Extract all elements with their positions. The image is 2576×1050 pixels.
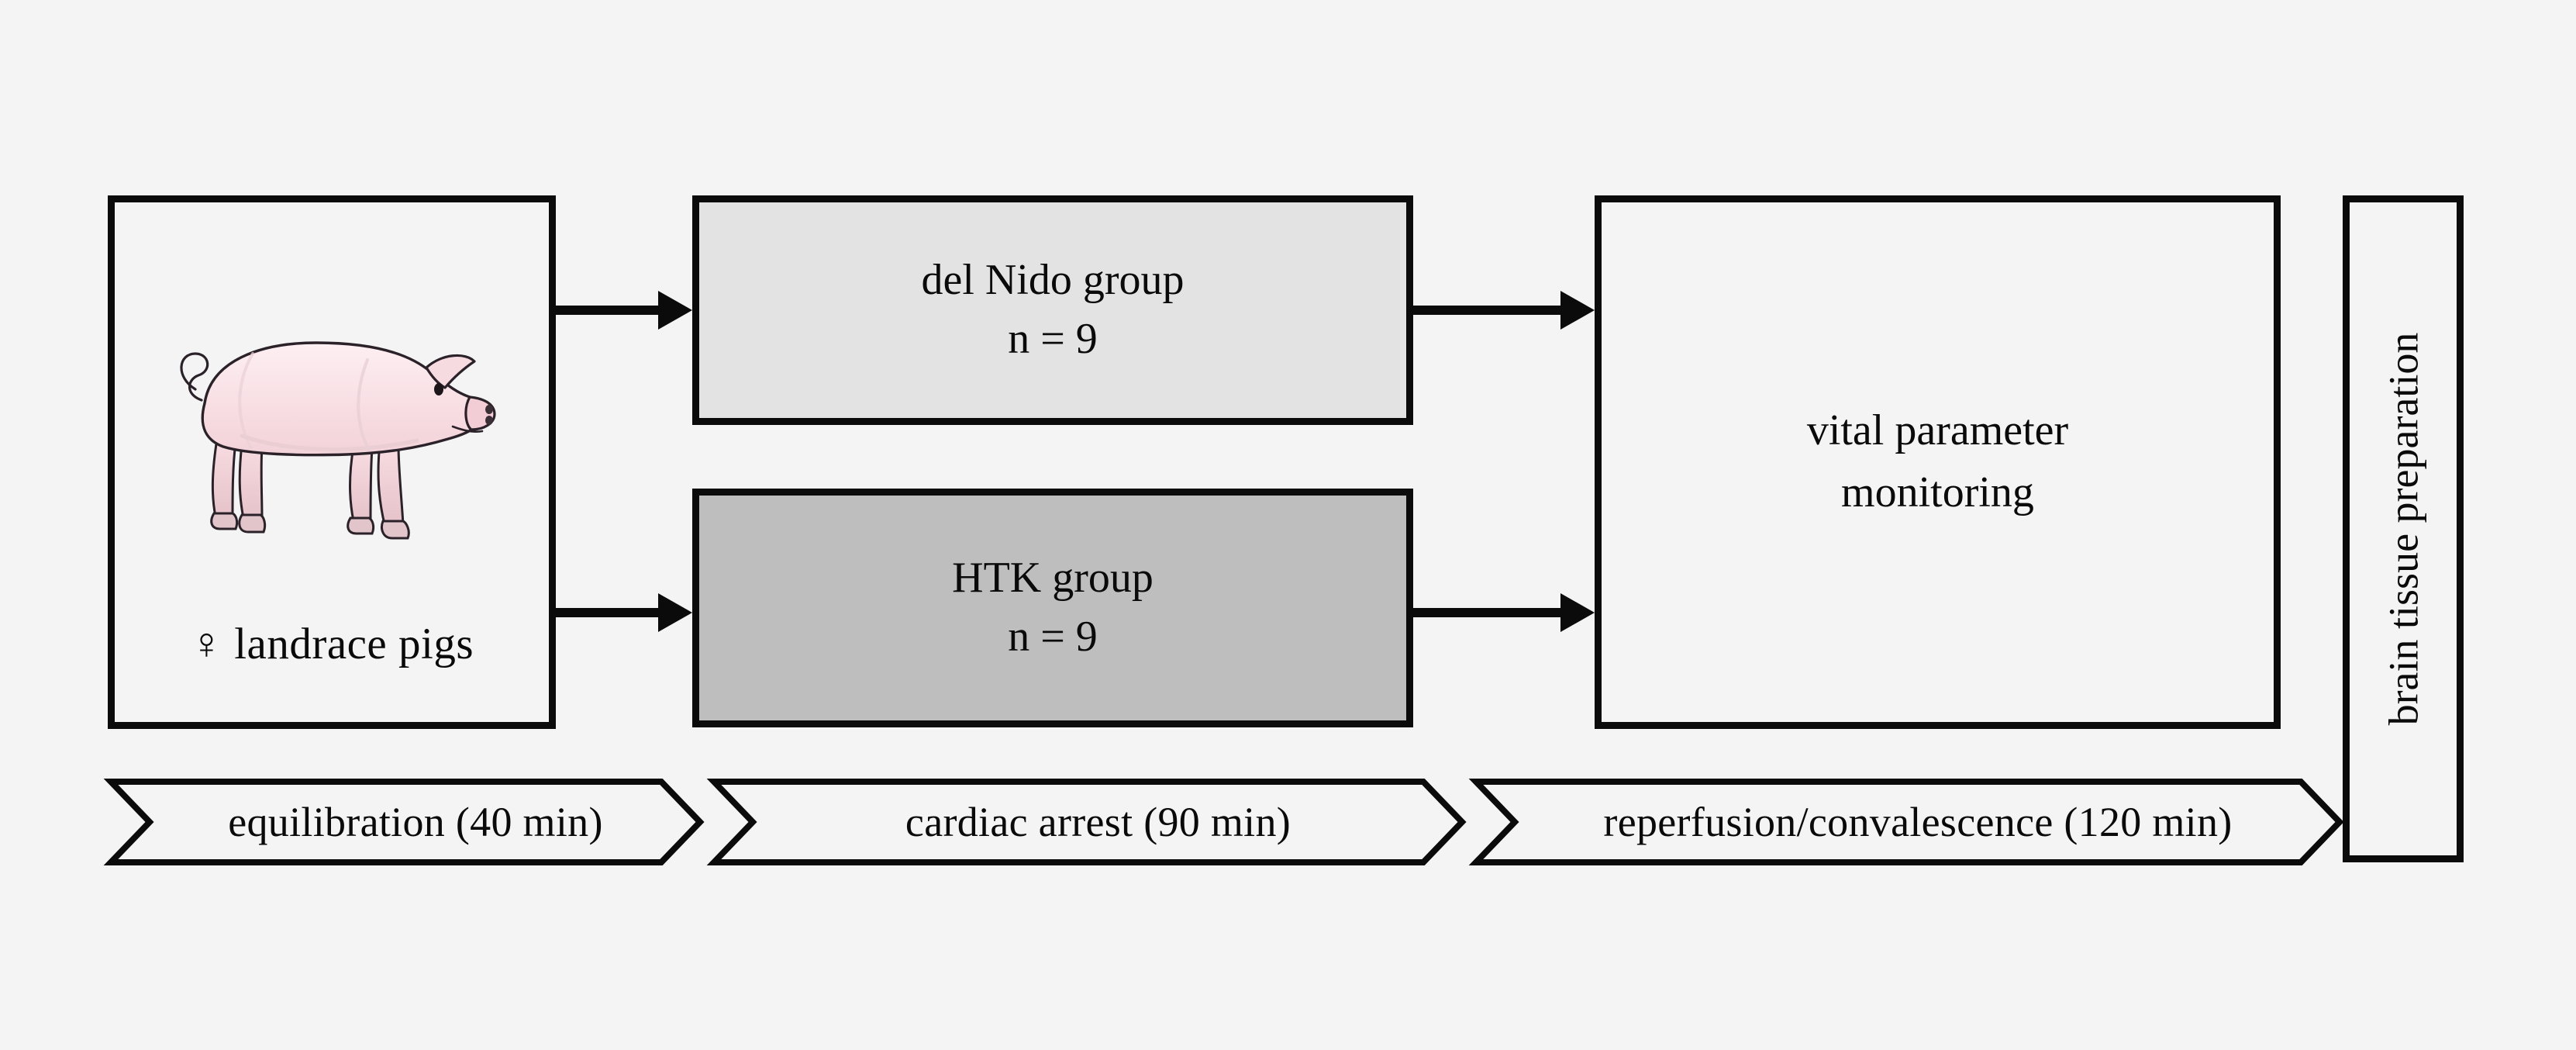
subject-caption: ♀landrace pigs [190, 621, 474, 668]
timeline-phase-label: equilibration (40 min) [228, 799, 603, 845]
arrow-shaft [1413, 608, 1562, 617]
group-label-del-nido: del Nido group [921, 256, 1185, 305]
timeline-phase-reperfusion: reperfusion/convalescence (120 min) [1473, 779, 2343, 865]
monitoring-label-line-1: vital parameter [1806, 406, 2069, 455]
group-n-del-nido: n = 9 [1008, 315, 1098, 363]
arrow-shaft [556, 608, 660, 617]
arrow-shaft [1413, 306, 1562, 315]
subject-caption-text: landrace pigs [234, 620, 474, 668]
endpoint-box: brain tissue preparation [2343, 195, 2464, 862]
timeline-phase-cardiac-arrest: cardiac arrest (90 min) [711, 779, 1465, 865]
monitoring-label-line-2: monitoring [1841, 468, 2034, 516]
timeline-phase-equilibration: equilibration (40 min) [108, 779, 703, 865]
pig-illustration-icon [115, 268, 549, 593]
group-box-htk: HTK group n = 9 [692, 489, 1413, 727]
group-box-del-nido: del Nido group n = 9 [692, 195, 1413, 425]
arrow-shaft [556, 306, 660, 315]
subject-box: ♀landrace pigs [108, 195, 556, 729]
timeline-phase-label: reperfusion/convalescence (120 min) [1603, 799, 2233, 845]
monitoring-box: vital parameter monitoring [1595, 195, 2281, 729]
endpoint-label: brain tissue preparation [2380, 332, 2426, 726]
arrow-head [1560, 291, 1595, 330]
timeline-phase-label: cardiac arrest (90 min) [905, 799, 1291, 845]
arrow-head [658, 593, 692, 632]
group-label-htk: HTK group [952, 554, 1154, 603]
timeline-bar: equilibration (40 min) cardiac arrest (9… [0, 779, 2576, 865]
arrow-head [1560, 593, 1595, 632]
arrow-head [658, 291, 692, 330]
female-symbol-icon: ♀ [189, 620, 224, 668]
group-n-htk: n = 9 [1008, 613, 1098, 661]
